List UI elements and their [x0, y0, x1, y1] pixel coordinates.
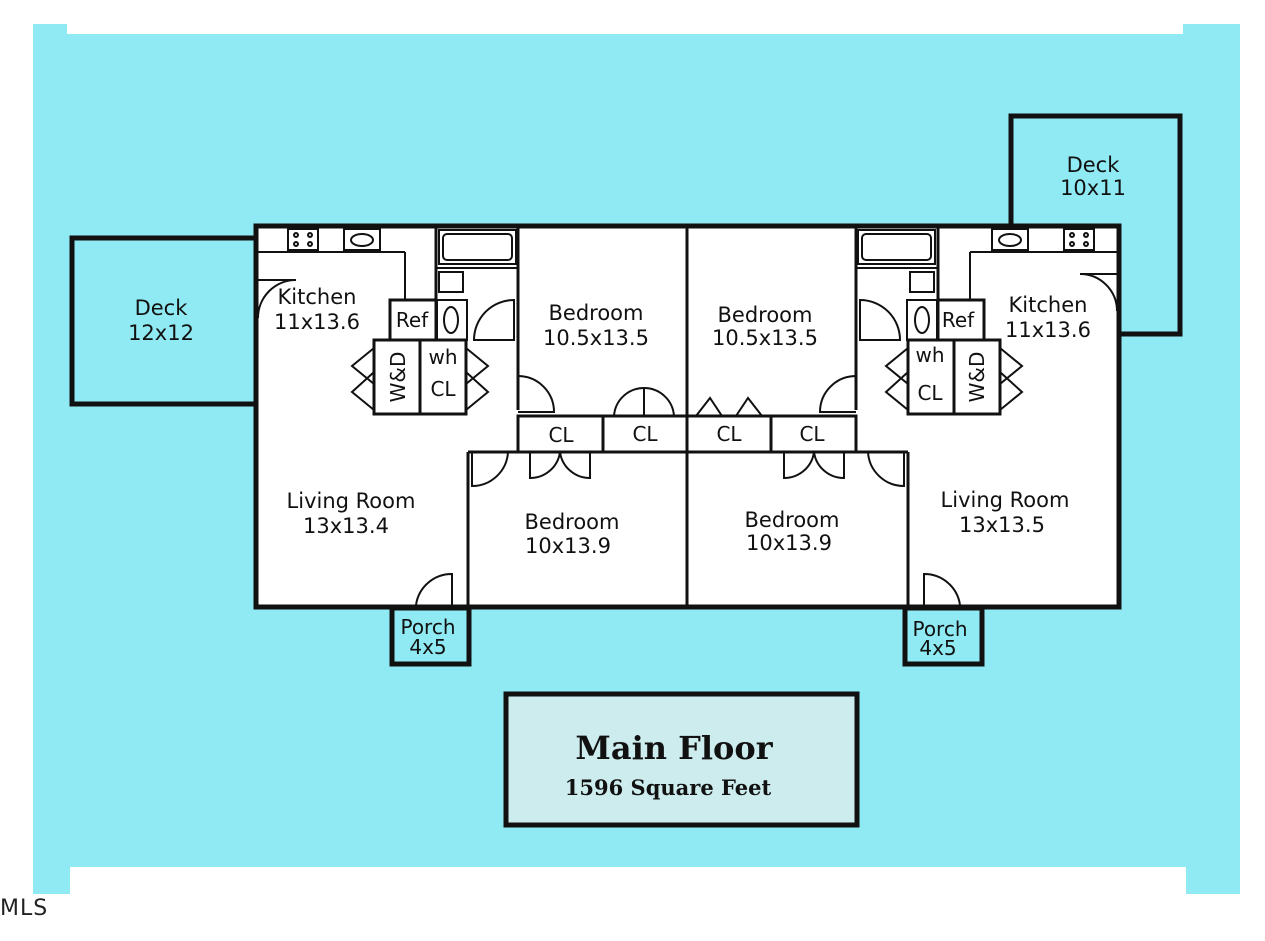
closet-label: CL	[632, 422, 658, 446]
door-swing	[859, 298, 902, 341]
bedroom-bottom-left-size: 10x13.9	[525, 534, 611, 558]
deck-left-size: 12x12	[128, 321, 194, 345]
bathtub-icon	[438, 229, 517, 265]
title-box	[503, 691, 860, 828]
wd-left-label: W&D	[386, 352, 410, 403]
living-right-size: 13x13.5	[959, 513, 1045, 537]
water-heater-closet	[418, 338, 468, 416]
porch-left-name: Porch	[400, 615, 455, 639]
porch-left	[389, 605, 472, 667]
bathtub-icon	[857, 229, 936, 265]
closet-label: CL	[548, 423, 574, 447]
bedroom-top-left-name: Bedroom	[549, 301, 644, 325]
toilet-icon	[438, 271, 464, 293]
bedroom-bottom-right-name: Bedroom	[745, 508, 840, 532]
bedroom-bottom-left-name: Bedroom	[525, 510, 620, 534]
wh-right-cl: CL	[917, 381, 943, 405]
closet-band	[516, 414, 858, 454]
ref-right-label: Ref	[942, 308, 975, 332]
wh-left-cl: CL	[430, 377, 456, 401]
living-left-size: 13x13.4	[303, 514, 389, 538]
bottom-white-strip	[70, 867, 1186, 894]
door-swing	[472, 298, 515, 341]
kitchen-left-name: Kitchen	[278, 285, 357, 309]
stove-icon	[1063, 228, 1095, 251]
toilet-icon	[909, 271, 935, 293]
water-heater-closet	[906, 338, 956, 416]
porch-right-name: Porch	[912, 617, 967, 641]
title-sub: 1596 Square Feet	[565, 775, 772, 800]
sink-icon	[343, 228, 381, 251]
wh-right-label: wh	[915, 343, 944, 367]
mls-watermark: MLS	[0, 896, 49, 921]
bedroom-bottom-right-size: 10x13.9	[746, 531, 832, 555]
closet-label: CL	[716, 422, 742, 446]
deck-right-size: 10x11	[1060, 176, 1126, 200]
ref-left-label: Ref	[396, 308, 429, 332]
porch-right	[902, 605, 985, 667]
bedroom-top-right-name: Bedroom	[718, 303, 813, 327]
deck-left	[69, 235, 259, 407]
kitchen-right-name: Kitchen	[1009, 293, 1088, 317]
deck-right-name: Deck	[1067, 153, 1121, 177]
kitchen-left-size: 11x13.6	[274, 310, 360, 334]
living-left-name: Living Room	[287, 489, 416, 513]
porch-left-size: 4x5	[409, 635, 446, 659]
top-white-strip	[67, 24, 1183, 34]
title-main: Main Floor	[575, 729, 773, 767]
stove-icon	[287, 228, 319, 251]
bedroom-top-left-size: 10.5x13.5	[543, 326, 649, 350]
porch-right-size: 4x5	[919, 636, 956, 660]
kitchen-right-size: 11x13.6	[1005, 318, 1091, 342]
bedroom-top-right-size: 10.5x13.5	[712, 326, 818, 350]
wd-right-label: W&D	[965, 352, 989, 403]
living-right-name: Living Room	[941, 488, 1070, 512]
sink-icon	[991, 228, 1029, 251]
closet-label: CL	[799, 422, 825, 446]
deck-left-name: Deck	[135, 296, 189, 320]
wh-left-label: wh	[428, 345, 457, 369]
